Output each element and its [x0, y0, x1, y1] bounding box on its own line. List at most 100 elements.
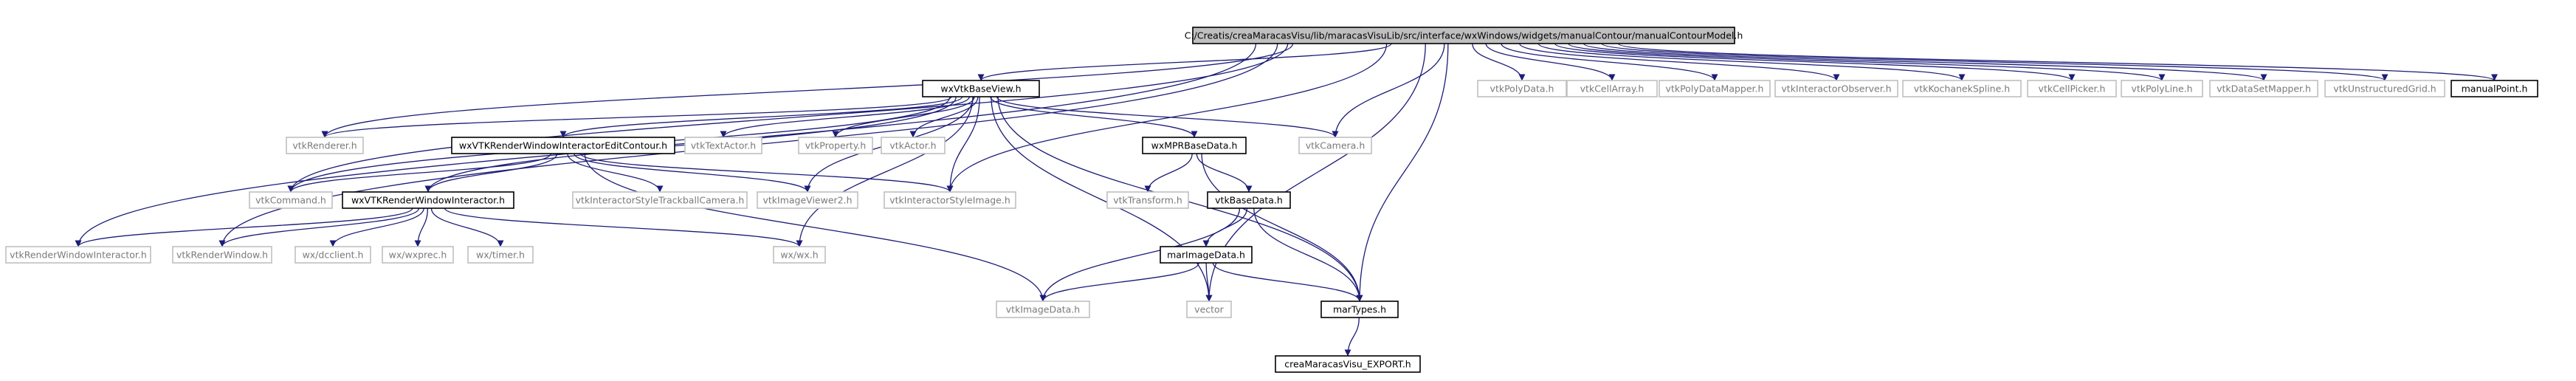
node-box — [1275, 355, 1421, 373]
node-label: wx/timer.h — [476, 250, 525, 261]
node-label: vtkCommand.h — [255, 195, 326, 206]
node-box — [572, 191, 748, 209]
node-wx-dcclient-h: wx/dcclient.h — [295, 246, 371, 264]
node-label: vtkDataSetMapper.h — [2217, 83, 2311, 95]
node-vtkcommand-h: vtkCommand.h — [249, 191, 333, 209]
edge-manualcontourmodel-h-to-manualpoint-h — [1617, 43, 2498, 81]
node-box — [2324, 80, 2445, 97]
node-vtkkochanekspline-h: vtkKochanekSpline.h — [1902, 80, 2022, 97]
edge-wxvtkrenderwindowinteractoreditcontour-h-to-vtkinteractorstyletrackballcamera-h — [567, 153, 664, 193]
node-box — [382, 246, 454, 264]
node-box — [1186, 301, 1232, 318]
node-label: wx/wx.h — [780, 250, 818, 261]
edge-manualcontourmodel-h-to-vtkdatasetmapper-h — [1583, 43, 2267, 81]
edge-wxvtkbaseview-h-to-vtkproperty-h — [832, 96, 975, 138]
node-label: wxVTKRenderWindowInteractorEditContour.h — [459, 140, 667, 151]
node-box — [295, 246, 371, 264]
edge-manualcontourmodel-h-to-vtkpolyline-h — [1568, 43, 2166, 81]
edge-wxvtkbaseview-h-to-vtktextactor-h — [720, 96, 970, 138]
node-label: vtkCamera.h — [1306, 140, 1366, 151]
node-label: vtkCellPicker.h — [2039, 83, 2106, 95]
node-box — [1298, 137, 1372, 154]
node-box — [1106, 191, 1189, 209]
edge-manualcontourmodel-h-to-vtkunstructuredgrid-h — [1601, 43, 2389, 81]
node-vtkcellarray-h: vtkCellArray.h — [1566, 80, 1658, 97]
node-vtkunstructuredgrid-h: vtkUnstructuredGrid.h — [2324, 80, 2445, 97]
node-label: vtkProperty.h — [805, 140, 867, 151]
node-manualcontourmodel-h[interactable]: C:/Creatis/creaMaracasVisu/lib/maracasVi… — [1185, 27, 1743, 44]
node-box — [1207, 191, 1291, 209]
edge-wxvtkbaseview-h-to-vtkactor-h — [909, 96, 979, 138]
edge-wxvtkrenderwindowinteractor-h-to-wx-wx-h — [444, 207, 803, 247]
node-box — [1659, 80, 1771, 97]
node-wxvtkrenderwindowinteractor-h[interactable]: wxVTKRenderWindowInteractor.h — [342, 191, 514, 209]
node-vtkrenderwindowinteractor-h: vtkRenderWindowInteractor.h — [5, 246, 151, 264]
node-label: wx/dcclient.h — [303, 250, 364, 261]
node-vtktextactor-h: vtkTextActor.h — [684, 137, 762, 154]
node-label: vtkActor.h — [889, 140, 936, 151]
edge-wxvtkrenderwindowinteractoreditcontour-h-to-vtkcommand-h — [287, 153, 552, 193]
node-label: vtkKochanekSpline.h — [1914, 83, 2010, 95]
node-label: vtkRenderWindowInteractor.h — [10, 250, 147, 261]
edge-wxvtkrenderwindowinteractor-h-to-vtkrenderwindowinteractor-h — [75, 207, 413, 247]
node-box — [1160, 246, 1253, 264]
edge-wxvtkrenderwindowinteractoreditcontour-h-to-wxvtkrenderwindowinteractor-h — [424, 153, 558, 193]
node-wxvtkrenderwindowinteractoreditcontour-h[interactable]: wxVTKRenderWindowInteractorEditContour.h — [451, 137, 675, 154]
node-box — [2027, 80, 2117, 97]
node-wxvtkbaseview-h[interactable]: wxVtkBaseView.h — [922, 80, 1040, 97]
node-vtkinteractorstyletrackballcamera-h: vtkInteractorStyleTrackballCamera.h — [572, 191, 748, 209]
edge-manualcontourmodel-h-to-martypes-h — [1356, 43, 1449, 302]
node-wxmprbasedata-h[interactable]: wxMPRBaseData.h — [1142, 137, 1247, 154]
node-box — [2209, 80, 2318, 97]
edge-wxvtkbaseview-h-to-wxvtkrenderwindowinteractoreditcontour-h — [559, 96, 963, 138]
node-label: vtkInteractorStyleImage.h — [889, 195, 1010, 206]
node-label: wxVTKRenderWindowInteractor.h — [351, 195, 505, 206]
node-creamaracasvisu-export-h[interactable]: creaMaracasVisu_EXPORT.h — [1275, 355, 1421, 373]
node-label: marImageData.h — [1167, 250, 1245, 261]
edge-manualcontourmodel-h-to-vtkpolydata-h — [1472, 43, 1526, 81]
node-wx-wx-h: wx/wx.h — [773, 246, 826, 264]
node-manualpoint-h[interactable]: manualPoint.h — [2451, 80, 2538, 97]
edge-manualcontourmodel-h-to-wxvtkbaseview-h — [977, 43, 1392, 81]
node-marimagedata-h[interactable]: marImageData.h — [1160, 246, 1253, 264]
node-vtkrenderwindow-h: vtkRenderWindow.h — [172, 246, 272, 264]
node-label: wxVtkBaseView.h — [940, 83, 1021, 95]
node-box — [451, 137, 675, 154]
node-martypes-h[interactable]: marTypes.h — [1320, 301, 1399, 318]
node-box — [684, 137, 762, 154]
edge-martypes-h-to-creamaracasvisu-export-h — [1344, 317, 1360, 357]
node-vtkpolydatamapper-h: vtkPolyDataMapper.h — [1659, 80, 1771, 97]
node-vtkimagedata-h: vtkImageData.h — [996, 301, 1090, 318]
edge-marimagedata-h-to-martypes-h — [1212, 262, 1363, 302]
edge-wxvtkrenderwindowinteractoreditcontour-h-to-vtkinteractorstyleimage-h — [579, 153, 954, 193]
node-vector: vector — [1186, 301, 1232, 318]
node-box — [922, 80, 1040, 97]
node-label: vtkTransform.h — [1113, 195, 1182, 206]
node-vtkproperty-h: vtkProperty.h — [798, 137, 873, 154]
node-vtktransform-h: vtkTransform.h — [1106, 191, 1189, 209]
node-box — [286, 137, 364, 154]
edge-manualcontourmodel-h-to-vtkpolydatamapper-h — [1501, 43, 1718, 81]
node-box — [798, 137, 873, 154]
node-label: vtkRenderWindow.h — [176, 250, 268, 261]
node-label: vtkUnstructuredGrid.h — [2333, 83, 2436, 95]
edge-manualcontourmodel-h-to-vtkcellpicker-h — [1554, 43, 2076, 81]
edge-manualcontourmodel-h-to-vtkcamera-h — [1332, 43, 1445, 138]
edge-vtkbasedata-h-to-vtkimagedata-h — [1039, 207, 1241, 302]
edge-wxvtkbaseview-h-to-vtkcamera-h — [996, 96, 1339, 138]
node-box — [172, 246, 272, 264]
edge-wxvtkrenderwindowinteractor-h-to-vtkrenderwindow-h — [218, 207, 420, 247]
node-vtkdatasetmapper-h: vtkDataSetMapper.h — [2209, 80, 2318, 97]
node-box — [1774, 80, 1898, 97]
node-label: manualPoint.h — [2462, 83, 2528, 95]
edge-wxmprbasedata-h-to-vtkbasedata-h — [1196, 153, 1253, 193]
edge-manualcontourmodel-h-to-vtkrenderer-h — [321, 43, 1294, 138]
node-label: vtkBaseData.h — [1215, 195, 1283, 206]
dependency-nodes: C:/Creatis/creaMaracasVisu/lib/maracasVi… — [5, 27, 2538, 373]
node-label: vtkCellArray.h — [1580, 83, 1645, 95]
node-box — [884, 191, 1016, 209]
node-vtkbasedata-h[interactable]: vtkBaseData.h — [1207, 191, 1291, 209]
node-box — [773, 246, 826, 264]
edge-wxvtkrenderwindowinteractor-h-to-wx-timer-h — [430, 207, 504, 247]
